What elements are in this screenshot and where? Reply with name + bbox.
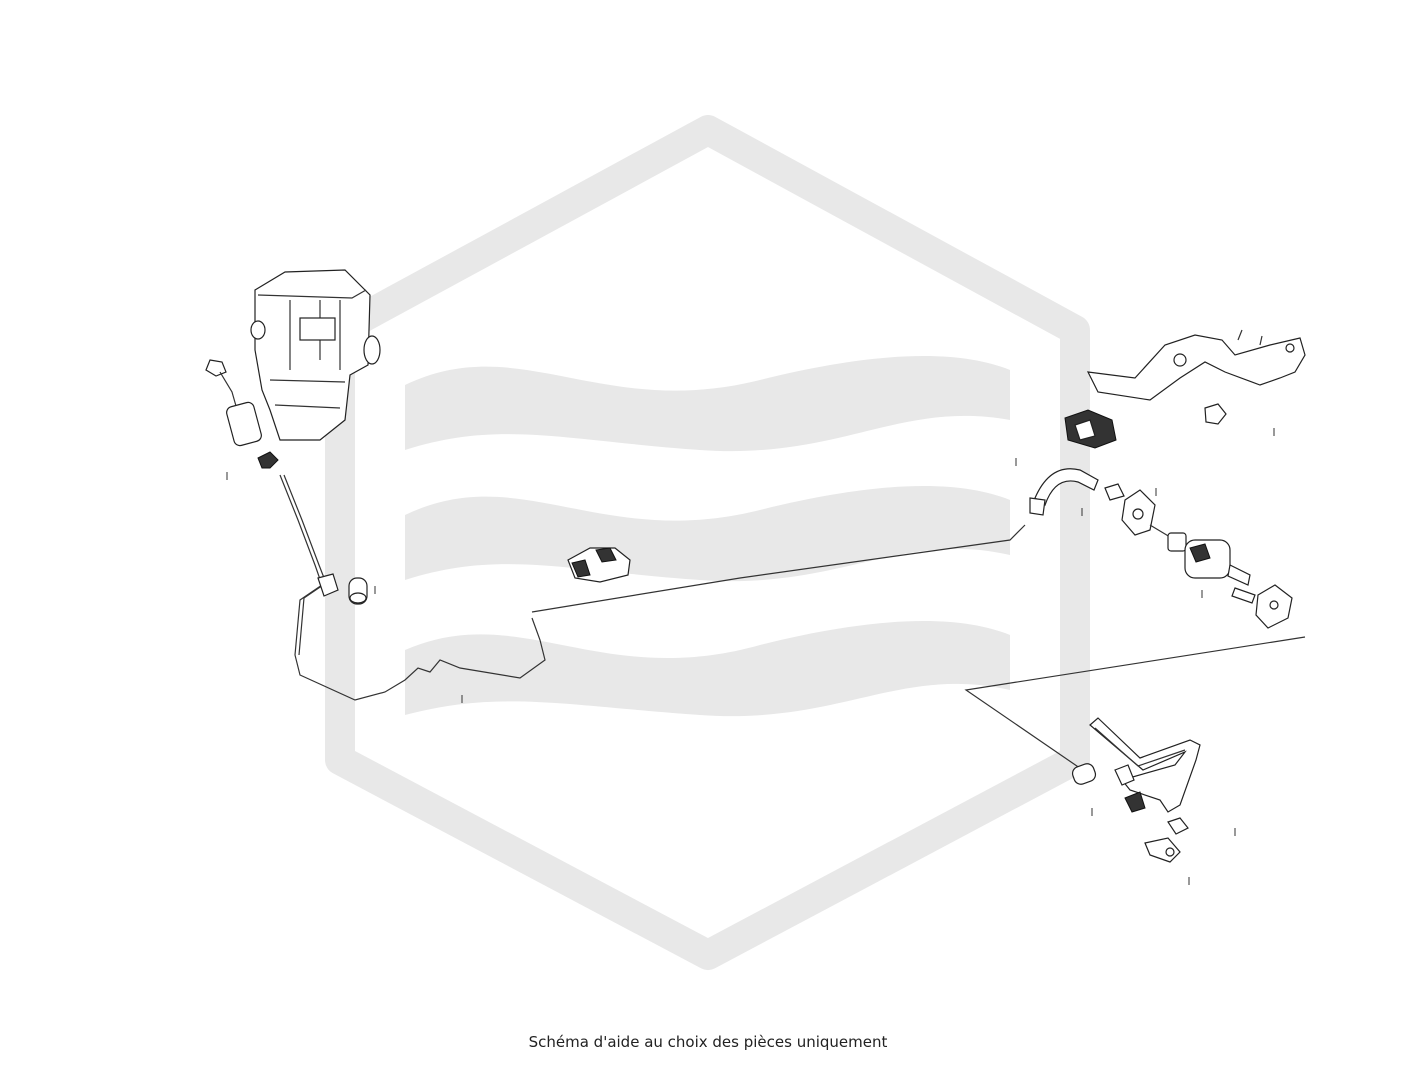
fuel-filter[interactable] xyxy=(348,577,368,605)
pump-bracket-lower[interactable] xyxy=(1255,584,1293,629)
pump-bracket-upper[interactable] xyxy=(1121,489,1156,536)
fuel-hose[interactable] xyxy=(1029,468,1125,516)
fuel-pump[interactable] xyxy=(1149,524,1256,604)
label-ticks xyxy=(226,428,1275,885)
bracket-nut[interactable] xyxy=(1204,403,1227,425)
connector-line xyxy=(964,636,1306,776)
rubber-grommet-center[interactable] xyxy=(567,547,631,583)
heater-unit[interactable] xyxy=(250,269,381,441)
watermark-logo xyxy=(325,115,1090,970)
sensor-clip[interactable] xyxy=(257,451,279,469)
temperature-sensor[interactable] xyxy=(205,359,263,447)
hose-clamp-block[interactable] xyxy=(1064,409,1117,449)
pipe-connector[interactable] xyxy=(1144,837,1181,863)
diagram-caption: Schéma d'aide au choix des pièces unique… xyxy=(528,1033,888,1051)
return-pipe[interactable] xyxy=(1089,717,1201,813)
mounting-bracket[interactable] xyxy=(1086,329,1306,401)
pipe-clip[interactable] xyxy=(1114,764,1189,835)
pipe-sleeve[interactable] xyxy=(1071,762,1098,786)
fuel-line-clamp[interactable] xyxy=(317,573,339,597)
fuel-line-long xyxy=(531,524,1026,613)
